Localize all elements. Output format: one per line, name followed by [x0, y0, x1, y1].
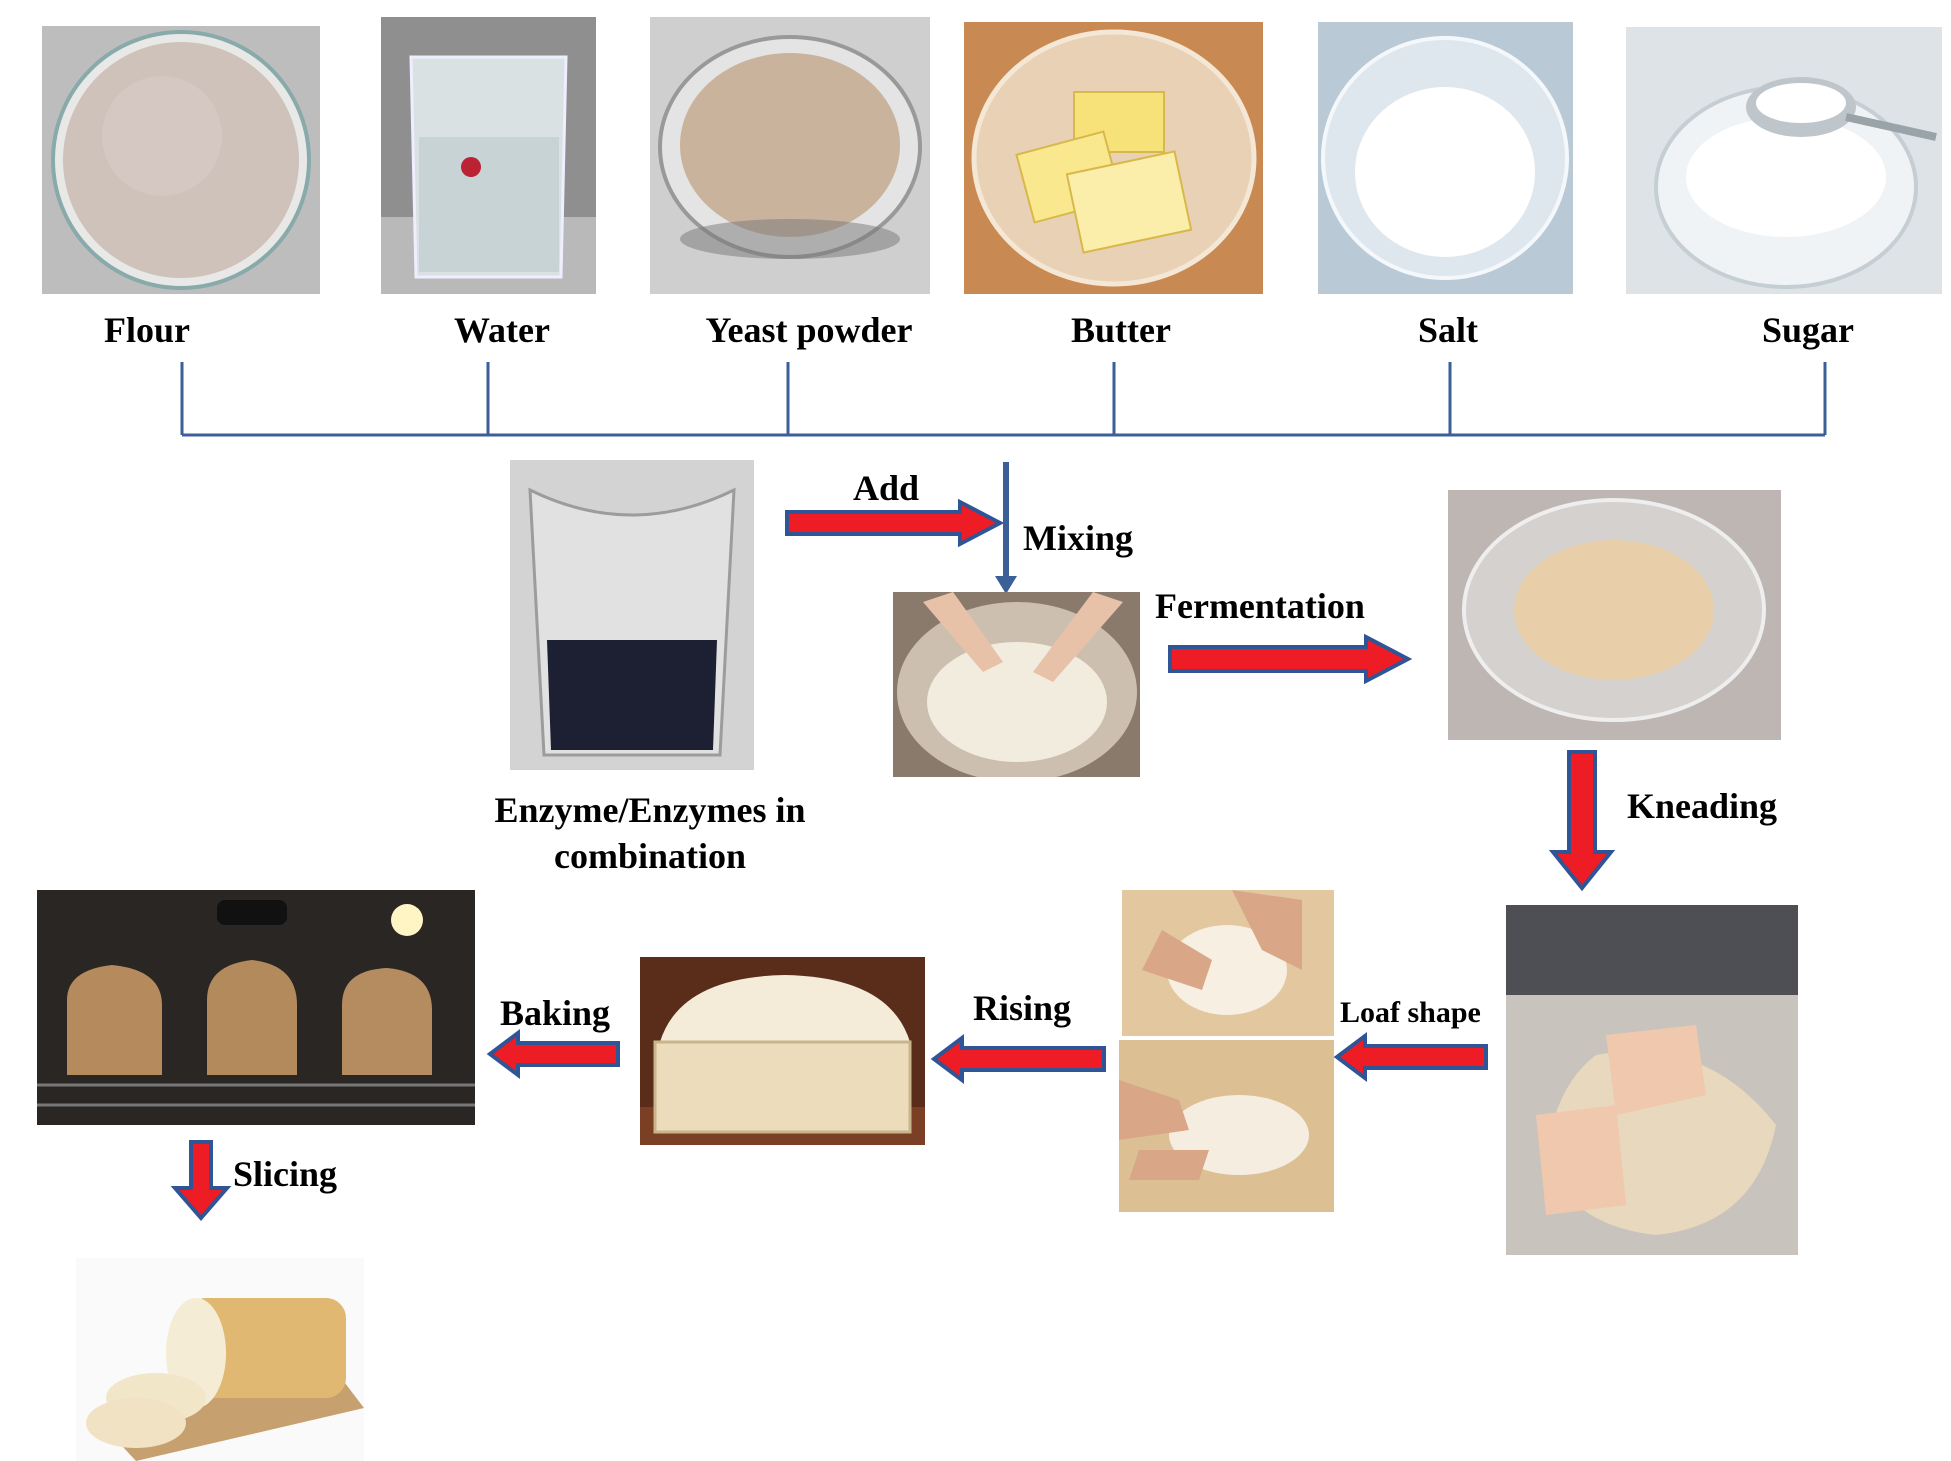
rising-photo — [640, 957, 925, 1145]
label-butter: Butter — [1071, 310, 1171, 350]
oven-bread-icon — [37, 890, 475, 1125]
label-fermentation: Fermentation — [1155, 586, 1365, 626]
fermentation-arrow — [1168, 633, 1413, 685]
label-yeast-powder: Yeast powder — [705, 310, 913, 350]
sugar-bowl-icon — [1626, 27, 1942, 294]
label-baking: Baking — [500, 993, 611, 1033]
enzyme-photo — [510, 460, 754, 770]
salt-bowl-icon — [1318, 22, 1573, 294]
baking-photo — [37, 890, 475, 1125]
flour-photo — [42, 26, 320, 294]
sliced-bread-icon — [76, 1258, 364, 1461]
yeast-photo — [650, 17, 930, 294]
loaf-shape-photo-top — [1122, 890, 1334, 1036]
butter-bowl-icon — [964, 22, 1263, 294]
label-water: Water — [454, 310, 550, 350]
slicing-arrow — [170, 1140, 232, 1222]
kneading-dough-icon — [1506, 905, 1798, 1255]
enzyme-beaker-icon — [510, 460, 754, 770]
rising-arrow — [930, 1034, 1106, 1084]
add-arrow — [785, 498, 1005, 548]
label-salt: Salt — [1417, 310, 1479, 350]
label-sugar: Sugar — [1761, 310, 1855, 350]
sugar-photo — [1626, 27, 1942, 294]
water-photo — [381, 17, 596, 294]
label-add: Add — [853, 468, 920, 508]
kneading-photo — [1506, 905, 1798, 1255]
fermentation-photo — [1448, 490, 1781, 740]
flour-bowl-icon — [42, 26, 320, 294]
salt-photo — [1318, 22, 1573, 294]
sliced-bread-photo — [76, 1258, 364, 1461]
label-slicing: Slicing — [233, 1154, 338, 1194]
label-enzyme-line2: combination — [553, 836, 747, 876]
label-enzyme-line1: Enzyme/Enzymes in — [494, 790, 806, 830]
shaping-loaf-icon — [1119, 1040, 1334, 1212]
butter-photo — [964, 22, 1263, 294]
risen-dough-pan-icon — [640, 957, 925, 1145]
label-flour: Flour — [104, 310, 190, 350]
label-loaf-shape: Loaf shape — [1340, 996, 1481, 1029]
loaf-shape-photo-bottom — [1119, 1040, 1334, 1212]
shaping-dough-icon — [1122, 890, 1334, 1036]
label-rising: Rising — [973, 988, 1072, 1028]
water-beaker-icon — [381, 17, 596, 294]
baking-arrow — [486, 1029, 620, 1079]
mixing-photo — [893, 592, 1140, 777]
mixing-bowl-icon — [893, 592, 1140, 777]
loaf-shape-arrow — [1333, 1032, 1488, 1082]
mixing-down-arrow — [995, 462, 1017, 594]
label-mixing: Mixing — [1023, 518, 1134, 558]
kneading-arrow — [1548, 750, 1616, 892]
yeast-bowl-icon — [650, 17, 930, 294]
label-kneading: Kneading — [1627, 786, 1778, 826]
fermentation-bowl-icon — [1448, 490, 1781, 740]
